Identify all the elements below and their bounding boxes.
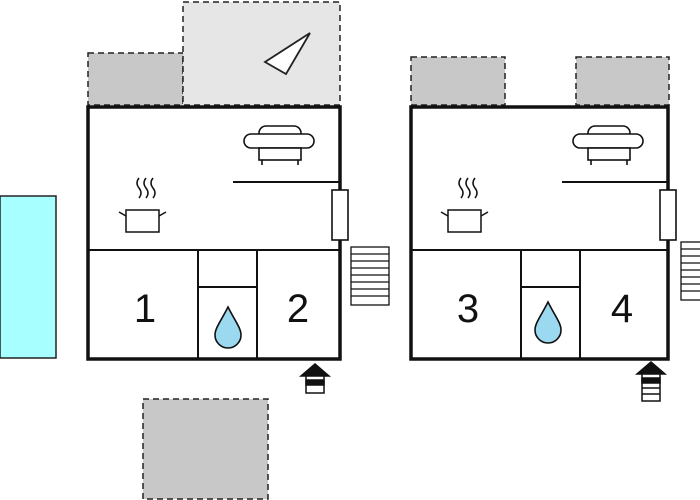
- terrace-top-right-b: [575, 56, 670, 106]
- room-label: 3: [457, 287, 479, 331]
- terrace-top-center: [182, 1, 341, 106]
- entrance-arrow-icon: [634, 361, 668, 402]
- terrace-bottom: [142, 398, 269, 500]
- unit-b: 3 4: [409, 105, 677, 361]
- unit-a: 1 2: [86, 105, 349, 361]
- room-label: 2: [287, 287, 309, 331]
- terrace-top-left: [87, 52, 184, 106]
- stairs-icon: [350, 246, 390, 306]
- water-drop-icon: [214, 305, 242, 349]
- cooking-pot-icon: [440, 177, 489, 233]
- room-label: 1: [134, 287, 156, 331]
- pool: [0, 195, 57, 359]
- entrance-arrow-icon: [298, 363, 332, 394]
- room-label: 4: [611, 287, 633, 331]
- cooking-pot-icon: [118, 177, 167, 233]
- view-direction-icon: [263, 32, 311, 76]
- terrace-top-right-a: [410, 56, 506, 106]
- sofa-icon: [572, 125, 644, 165]
- sofa-icon: [243, 125, 315, 165]
- water-drop-icon: [534, 300, 562, 344]
- door-icon: [331, 189, 349, 241]
- stairs-icon: [680, 241, 700, 301]
- door-icon: [659, 189, 677, 241]
